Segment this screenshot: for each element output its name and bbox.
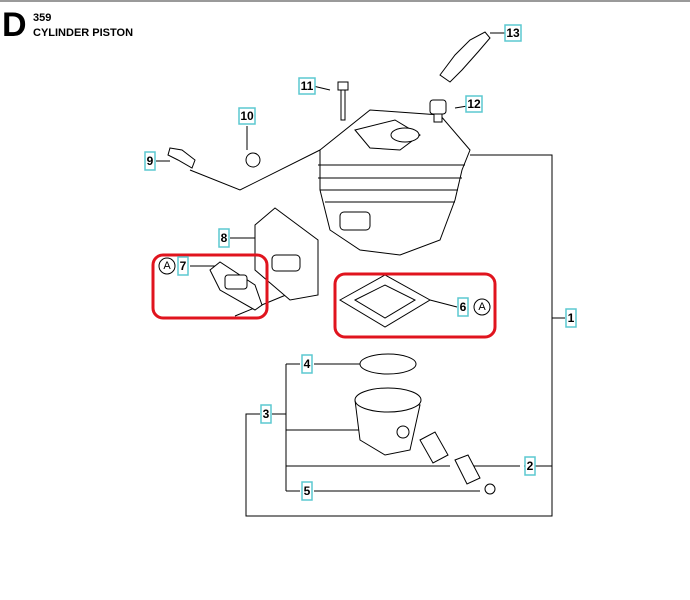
part-label-10[interactable]: 10 (238, 107, 256, 125)
piston-pin (419, 431, 496, 495)
bolt (337, 81, 349, 121)
part-label-12[interactable]: 12 (465, 95, 483, 113)
part-label-5[interactable]: 5 (301, 481, 313, 501)
svg-text:7: 7 (180, 259, 187, 273)
decompression-valve (429, 99, 447, 123)
svg-text:1: 1 (568, 311, 575, 325)
plate-gasket (254, 207, 319, 301)
svg-text:4: 4 (304, 357, 311, 371)
part-label-8[interactable]: 8 (218, 228, 230, 248)
fitting (167, 147, 196, 169)
piston (354, 387, 422, 456)
svg-text:3: 3 (263, 407, 270, 421)
model-number: 359 (33, 12, 52, 24)
reference-a-7: A (158, 257, 176, 275)
top-border (0, 0, 690, 2)
svg-text:5: 5 (304, 484, 311, 498)
part-label-6[interactable]: 6 (457, 297, 469, 317)
svg-text:9: 9 (147, 154, 154, 168)
piston-ring (359, 353, 417, 375)
svg-text:12: 12 (467, 97, 481, 111)
section-letter: D (2, 6, 27, 44)
diagram-title: CYLINDER PISTON (33, 27, 134, 39)
svg-text:A: A (163, 260, 171, 272)
part-label-9[interactable]: 9 (144, 151, 156, 171)
part-label-13[interactable]: 13 (504, 24, 522, 42)
svg-text:6: 6 (460, 300, 467, 314)
svg-text:A: A (478, 301, 486, 313)
cylinder-base-gasket (339, 274, 431, 328)
part-label-7[interactable]: 7 (177, 256, 189, 276)
highlight-gasket-7 (151, 253, 269, 320)
highlight-gasket-6 (333, 272, 497, 339)
exhaust-gasket (209, 261, 263, 311)
reference-a-6: A (473, 298, 491, 316)
nut (245, 152, 261, 168)
svg-text:10: 10 (240, 109, 254, 123)
part-label-1[interactable]: 1 (565, 308, 577, 328)
svg-text:11: 11 (301, 79, 314, 93)
part-label-4[interactable]: 4 (301, 354, 313, 374)
part-label-2[interactable]: 2 (524, 456, 536, 476)
spark-plug (439, 31, 491, 83)
cylinder (318, 109, 471, 256)
part-label-11[interactable]: 11 (298, 77, 316, 95)
svg-text:8: 8 (221, 231, 228, 245)
svg-text:13: 13 (506, 26, 520, 40)
part-label-3[interactable]: 3 (260, 404, 272, 424)
svg-text:2: 2 (527, 459, 534, 473)
